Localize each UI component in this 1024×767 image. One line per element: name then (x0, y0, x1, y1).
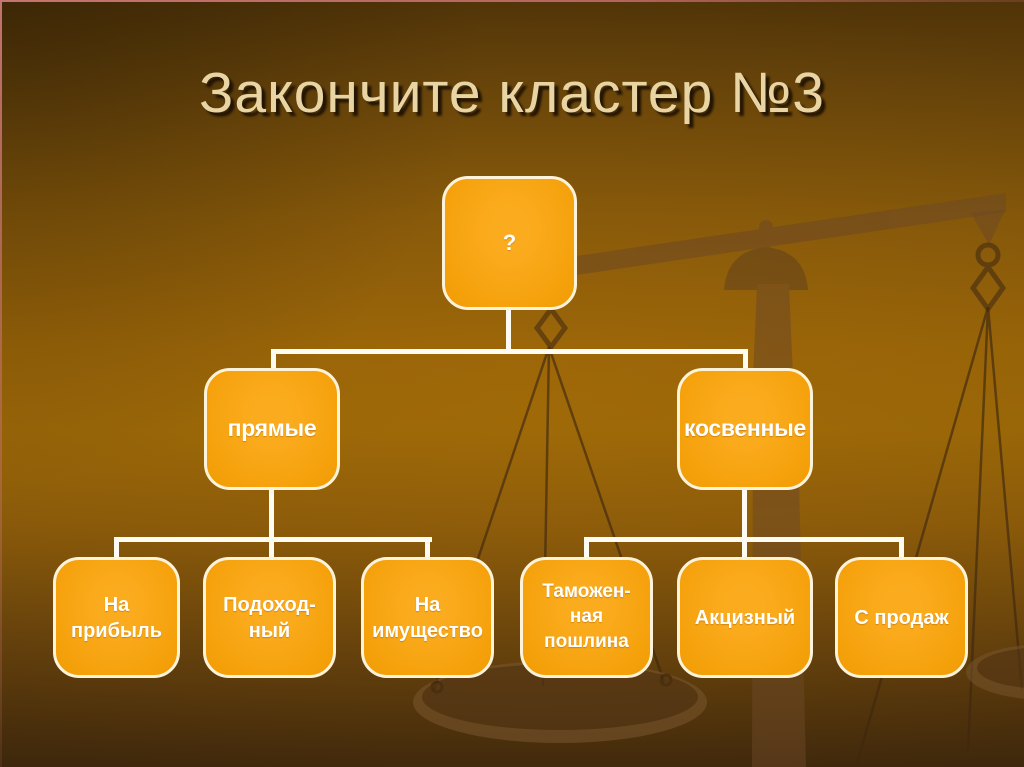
node-label: ? (502, 229, 517, 255)
connector-stub (899, 537, 904, 559)
node-label: На имущество (372, 593, 483, 642)
node-label: Подоход- ный (223, 593, 316, 642)
cluster-node-root: ? (442, 176, 577, 310)
cluster-node-property-tax: На имущество (361, 557, 494, 678)
cluster-node-profit-tax: На прибыль (53, 557, 180, 678)
connector-stub (584, 537, 589, 559)
slide-title: Закончите кластер №3 (198, 61, 825, 125)
node-label: Таможен- ная пошлина (542, 581, 631, 652)
connector-to-indirect (743, 349, 748, 371)
slide-left-edge-highlight (0, 0, 2, 767)
node-label: косвенные (684, 415, 806, 442)
slide-top-edge-highlight (0, 0, 1024, 2)
cluster-node-sales-tax: С продаж (835, 557, 968, 678)
connector-to-direct (271, 349, 276, 371)
cluster-node-direct: прямые (204, 368, 340, 490)
connector-indirect-horizontal (584, 537, 904, 542)
connector-direct-down (269, 488, 274, 559)
connector-root-down (506, 308, 511, 353)
connector-indirect-down (742, 488, 747, 559)
cluster-node-customs-duty: Таможен- ная пошлина (520, 557, 653, 678)
cluster-node-income-tax: Подоход- ный (203, 557, 336, 678)
node-label: На прибыль (70, 593, 163, 642)
cluster-node-indirect: косвенные (677, 368, 813, 490)
connector-direct-horizontal (114, 537, 432, 542)
node-label: прямые (227, 415, 317, 442)
cluster-node-excise-tax: Акцизный (677, 557, 813, 678)
connector-stub (114, 537, 119, 559)
node-label: С продаж (854, 606, 949, 629)
connector-level1-horizontal (271, 349, 748, 354)
connector-stub (425, 537, 430, 559)
node-label: Акцизный (694, 606, 796, 629)
